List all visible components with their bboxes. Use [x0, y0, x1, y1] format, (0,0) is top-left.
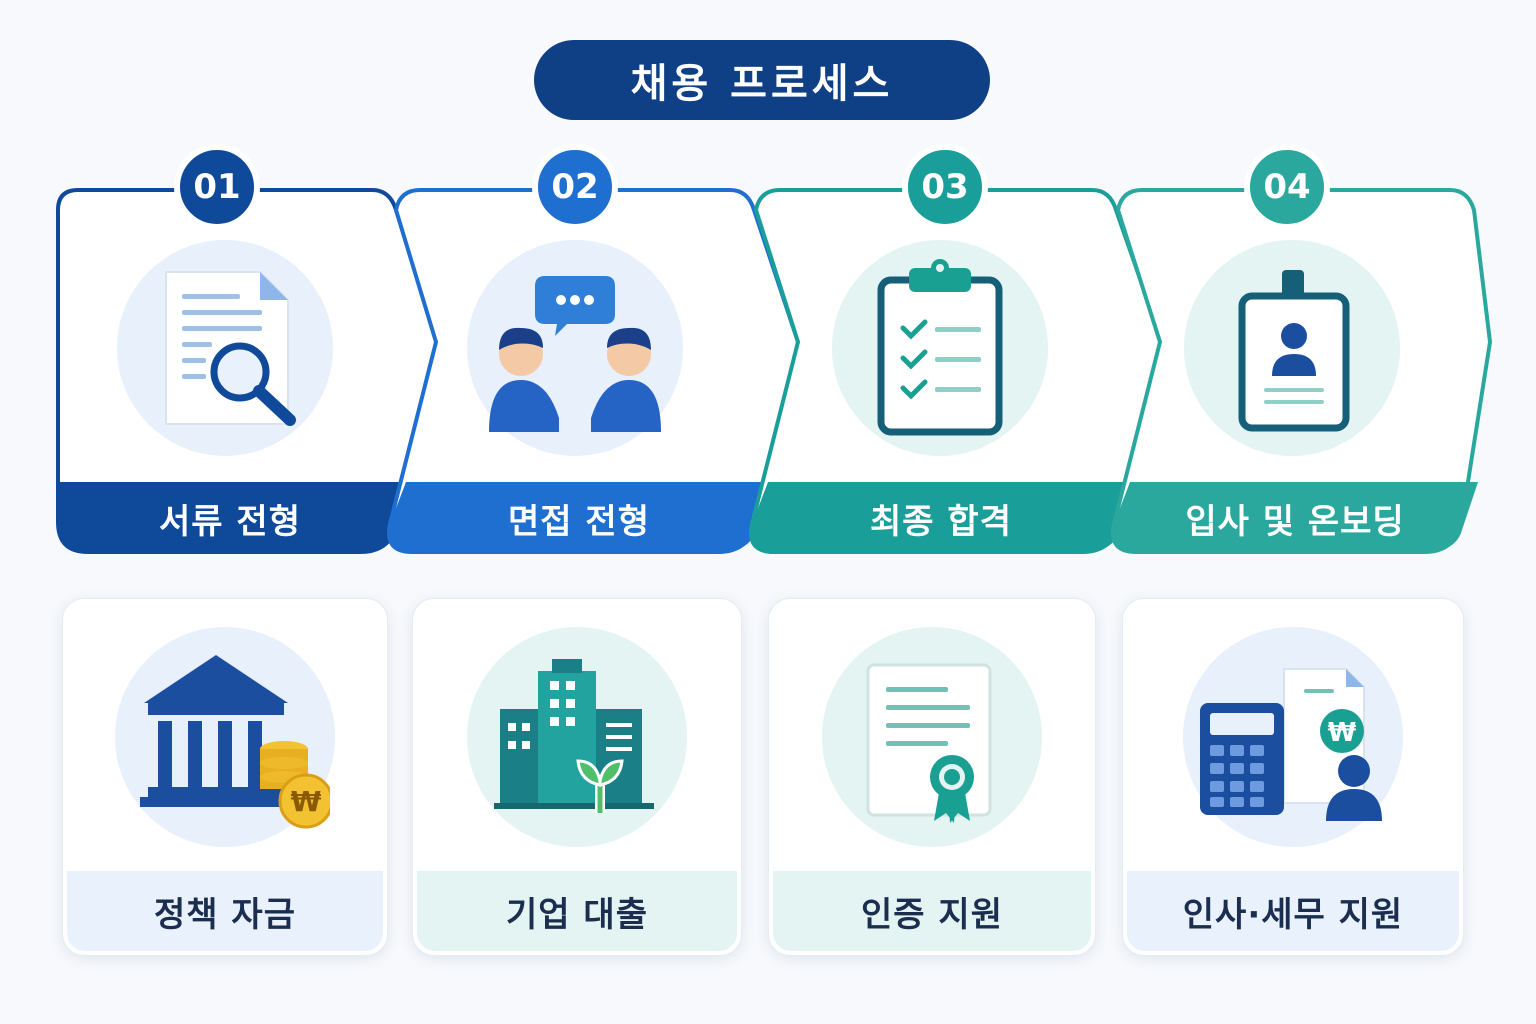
step-3-number-badge: 03 [902, 144, 988, 230]
step-4-number-badge: 04 [1244, 144, 1330, 230]
step-4-label: 입사 및 온보딩 [1185, 501, 1405, 542]
certificate-icon [866, 663, 992, 823]
checklist-clipboard-icon [877, 259, 1003, 436]
service-card-certification[interactable]: 인증 지원 [768, 598, 1096, 956]
service-card-label: 인증 지원 [773, 871, 1091, 951]
step-1-number-badge: 01 [174, 144, 260, 230]
buildings-sprout-icon [494, 659, 654, 813]
document-search-icon [165, 271, 296, 426]
step-3-label: 최종 합격 [870, 501, 1012, 542]
service-card-label: 기업 대출 [417, 871, 737, 951]
calculator-document-person-icon: ₩ [1200, 668, 1382, 821]
step-2-number-badge: 02 [532, 144, 618, 230]
bank-coins-icon: ₩ [140, 655, 330, 829]
step-2-label: 면접 전형 [508, 501, 650, 542]
coin-symbol: ₩ [291, 785, 322, 818]
service-card-hr-tax[interactable]: ₩ 인사·세무 지원 [1122, 598, 1464, 956]
id-badge-icon [1238, 270, 1350, 432]
step-1-label: 서류 전형 [159, 501, 301, 542]
service-card-label: 인사·세무 지원 [1127, 871, 1459, 951]
service-card-business-loan[interactable]: 기업 대출 [412, 598, 742, 956]
coin-symbol: ₩ [1328, 718, 1357, 748]
interview-chat-icon [489, 276, 661, 432]
service-card-policy-fund[interactable]: ₩ 정책 자금 [62, 598, 388, 956]
page-title: 채용 프로세스 [534, 40, 990, 120]
service-card-label: 정책 자금 [67, 871, 383, 951]
